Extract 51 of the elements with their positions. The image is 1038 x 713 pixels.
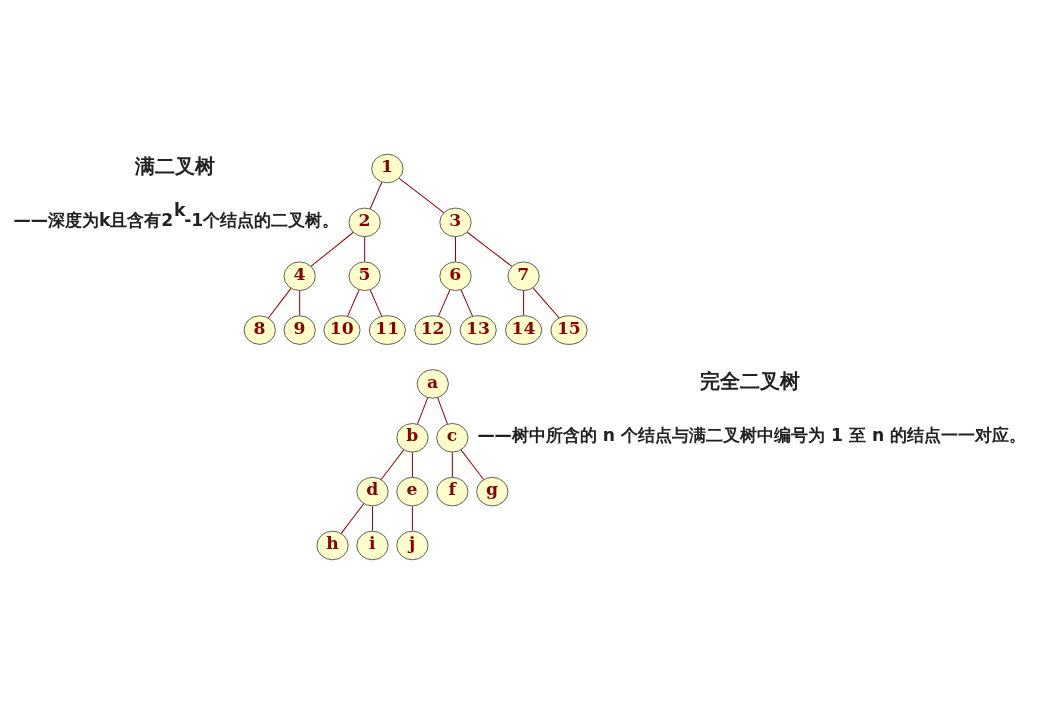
node-circle: j [395, 530, 428, 560]
connector [371, 505, 373, 531]
node-ellipse: 11 [368, 314, 406, 345]
node-circle: 5 [348, 261, 381, 291]
connector [454, 235, 456, 262]
node-circle: c [435, 422, 468, 452]
connector [460, 288, 473, 317]
node-circle: 7 [507, 261, 540, 291]
node-circle: h [316, 530, 349, 560]
node-circle: 1 [370, 153, 403, 183]
connector [416, 396, 428, 424]
node-circle: 9 [283, 314, 316, 345]
connector [398, 177, 444, 213]
connector [369, 288, 382, 317]
connector [411, 451, 413, 478]
connector [522, 289, 524, 316]
node-circle: 6 [438, 261, 472, 291]
connector [466, 231, 512, 267]
connector [363, 235, 365, 262]
label: 完全二叉树 [699, 368, 800, 393]
node-ellipse: 10 [322, 314, 360, 345]
connector [451, 451, 453, 478]
node-circle: 3 [438, 207, 472, 237]
connector [460, 448, 484, 480]
connector [369, 181, 382, 209]
node-circle: g [475, 476, 508, 506]
node-circle: e [395, 476, 428, 506]
node-circle: i [355, 530, 389, 560]
connector [411, 505, 413, 531]
label: ——树中所含的 n 个结点与满二叉树中编号为 1 至 n 的结点一一对应。 [476, 424, 1026, 445]
node-circle: b [395, 422, 428, 452]
node-ellipse: 14 [504, 314, 542, 345]
node-circle: 2 [348, 207, 381, 237]
connector [310, 231, 354, 267]
connector [437, 288, 450, 317]
connector [380, 448, 404, 480]
node-circle: a [416, 368, 449, 399]
connector [340, 502, 364, 534]
connector [298, 289, 300, 316]
node-circle: 8 [243, 314, 276, 345]
node-ellipse: 15 [550, 314, 588, 345]
connector [532, 286, 559, 318]
node-ellipse: 12 [413, 314, 451, 345]
node-circle: f [435, 476, 468, 506]
node-ellipse: 13 [459, 314, 497, 345]
connector [436, 396, 448, 424]
label: 满二叉树 [134, 153, 215, 178]
node-circle: d [355, 476, 389, 506]
connector [267, 287, 291, 318]
connector [346, 288, 360, 317]
node-circle: 4 [283, 261, 316, 291]
